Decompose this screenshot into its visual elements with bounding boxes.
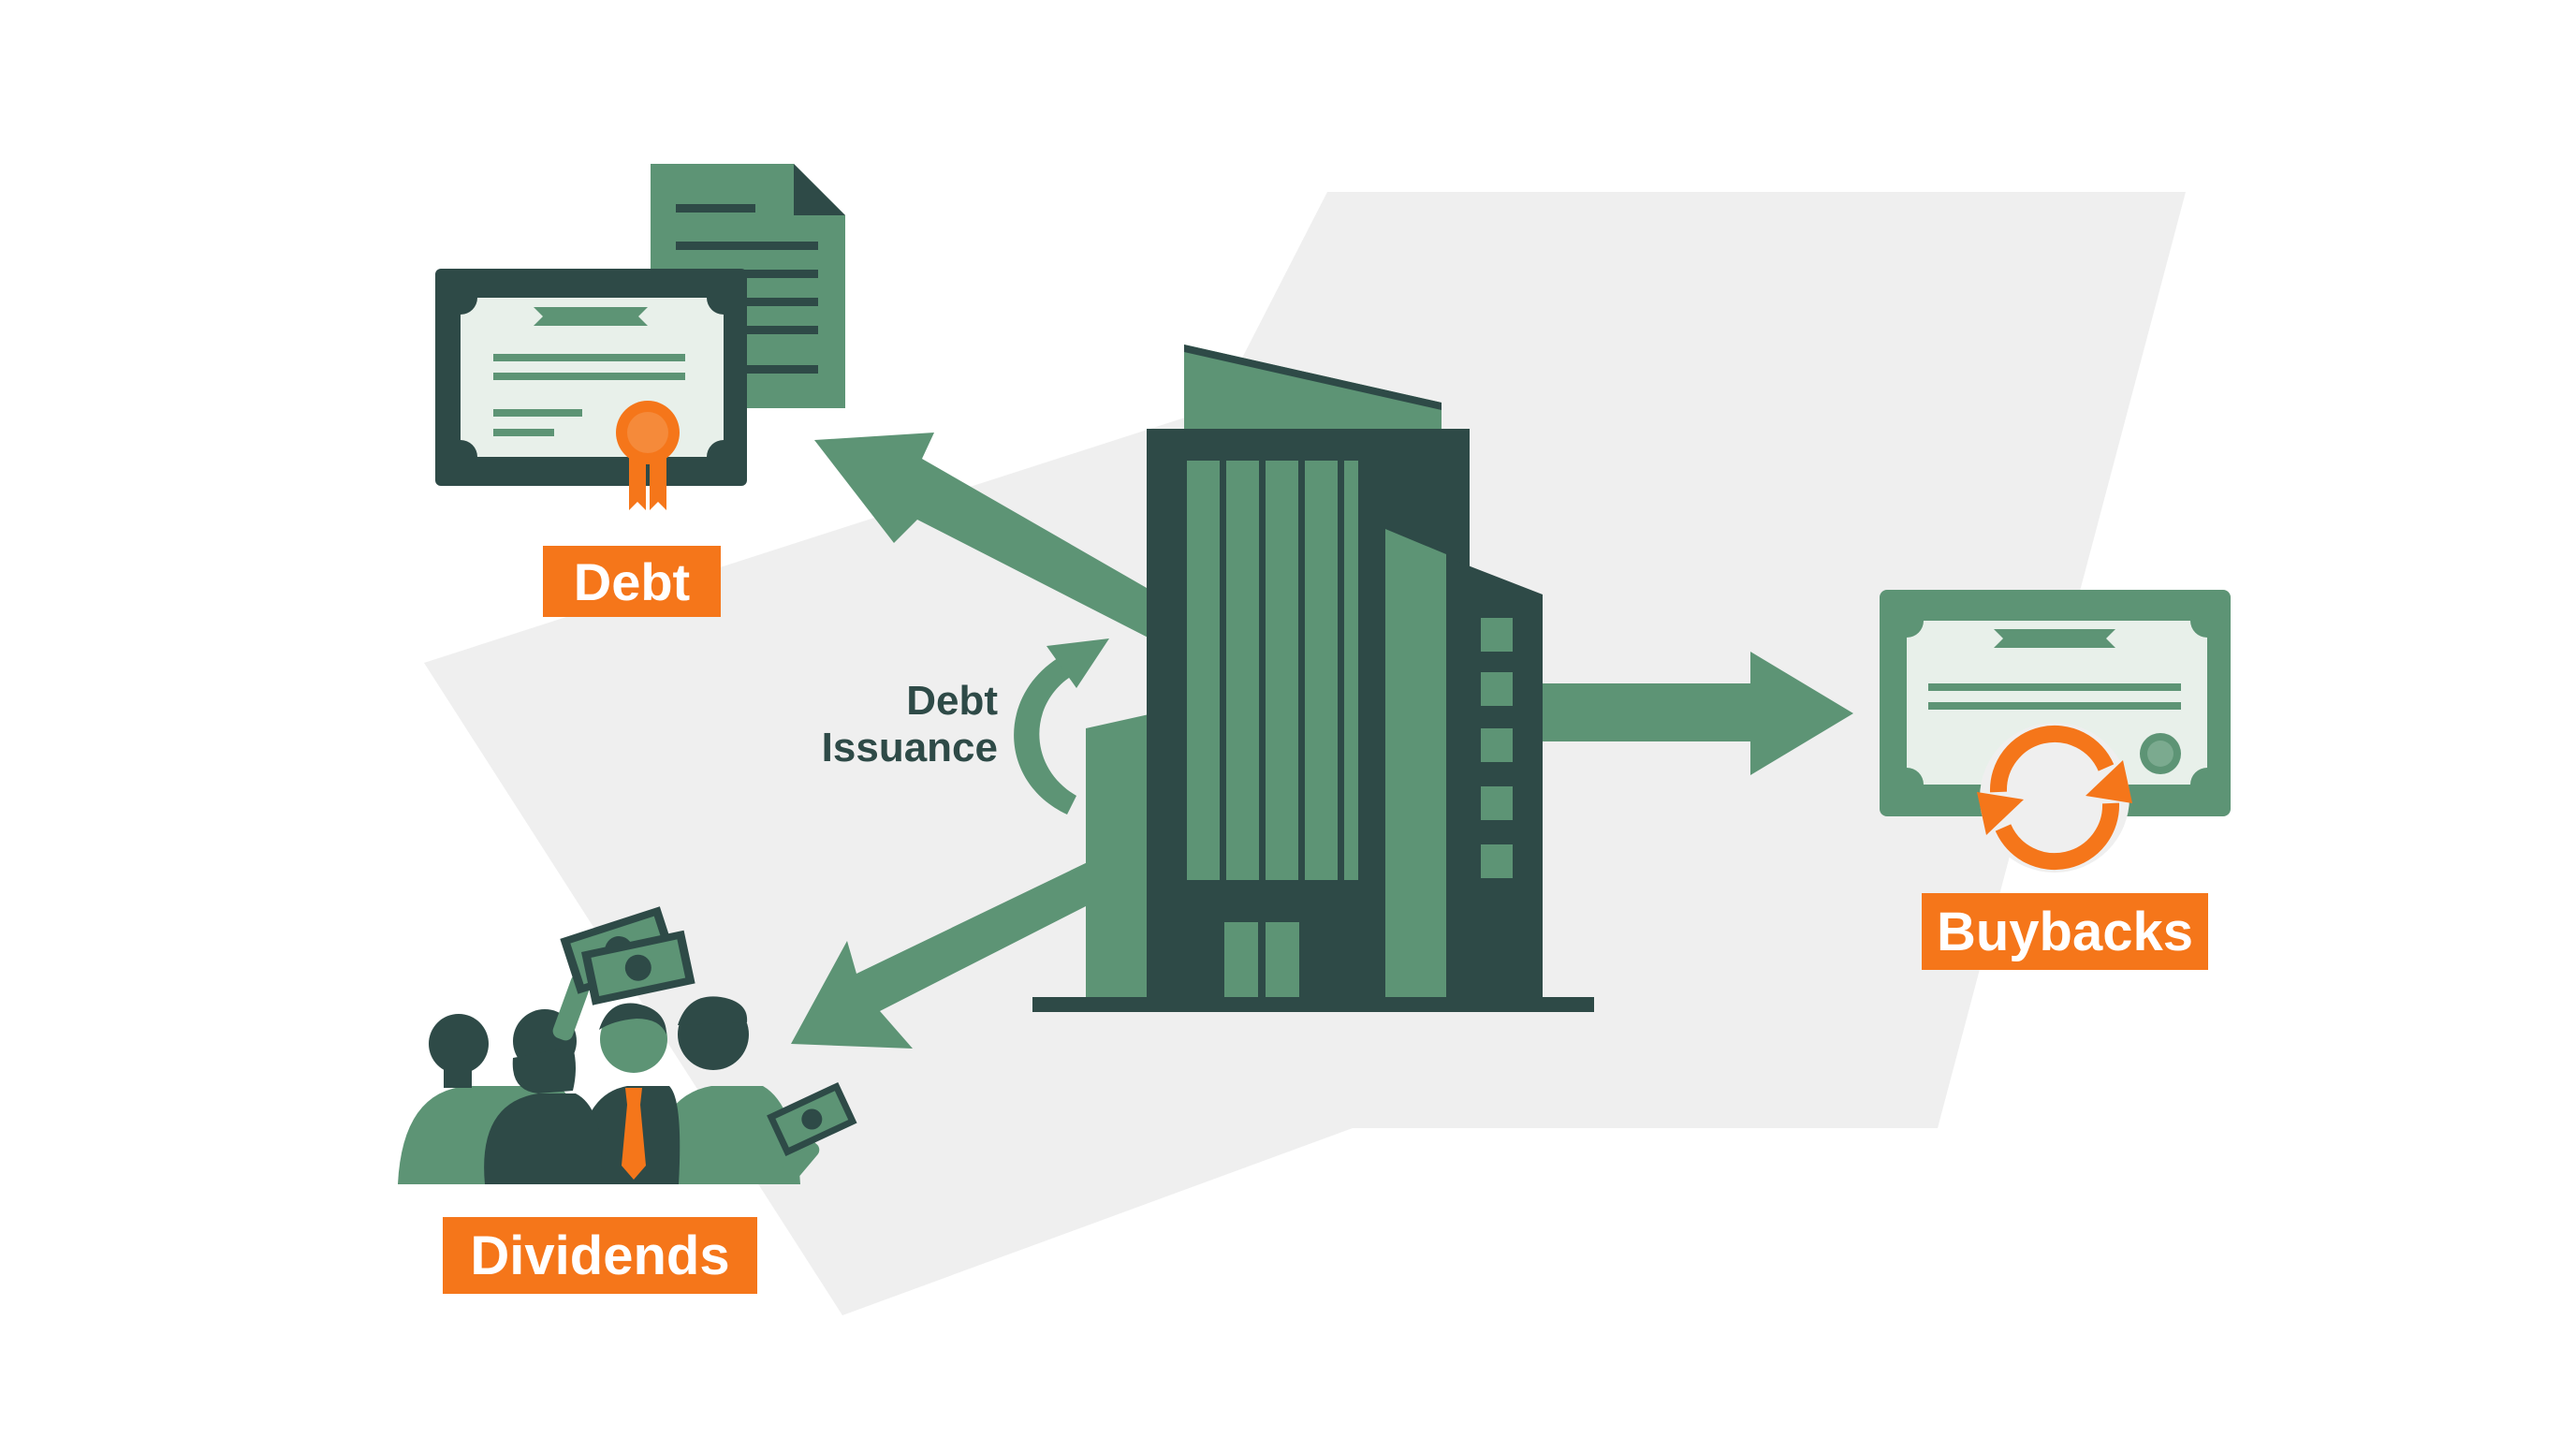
arrow-to-dividends [791,859,1093,1049]
arrow-to-debt [814,433,1168,648]
shareholders-icon [398,974,820,1184]
debt-label: Debt [543,546,721,617]
debt-issuance-line1: Debt [906,678,998,724]
refresh-cycle-icon [1977,723,2132,873]
buybacks-label: Buybacks [1922,893,2208,970]
debt-issuance-line2: Issuance [821,725,998,770]
dividends-label: Dividends [443,1217,757,1294]
ribbon-seal-icon [616,401,680,510]
office-building-icon [1032,345,1594,1012]
arrow-to-buybacks [1543,652,1853,775]
debt-issuance-note: Debt Issuance [768,678,998,771]
share-certificate-icon [1880,590,2231,816]
bond-certificate-icon [435,269,747,486]
debt-issuance-curved-arrow [1014,638,1109,814]
cash-banknote-icon [560,906,857,1156]
